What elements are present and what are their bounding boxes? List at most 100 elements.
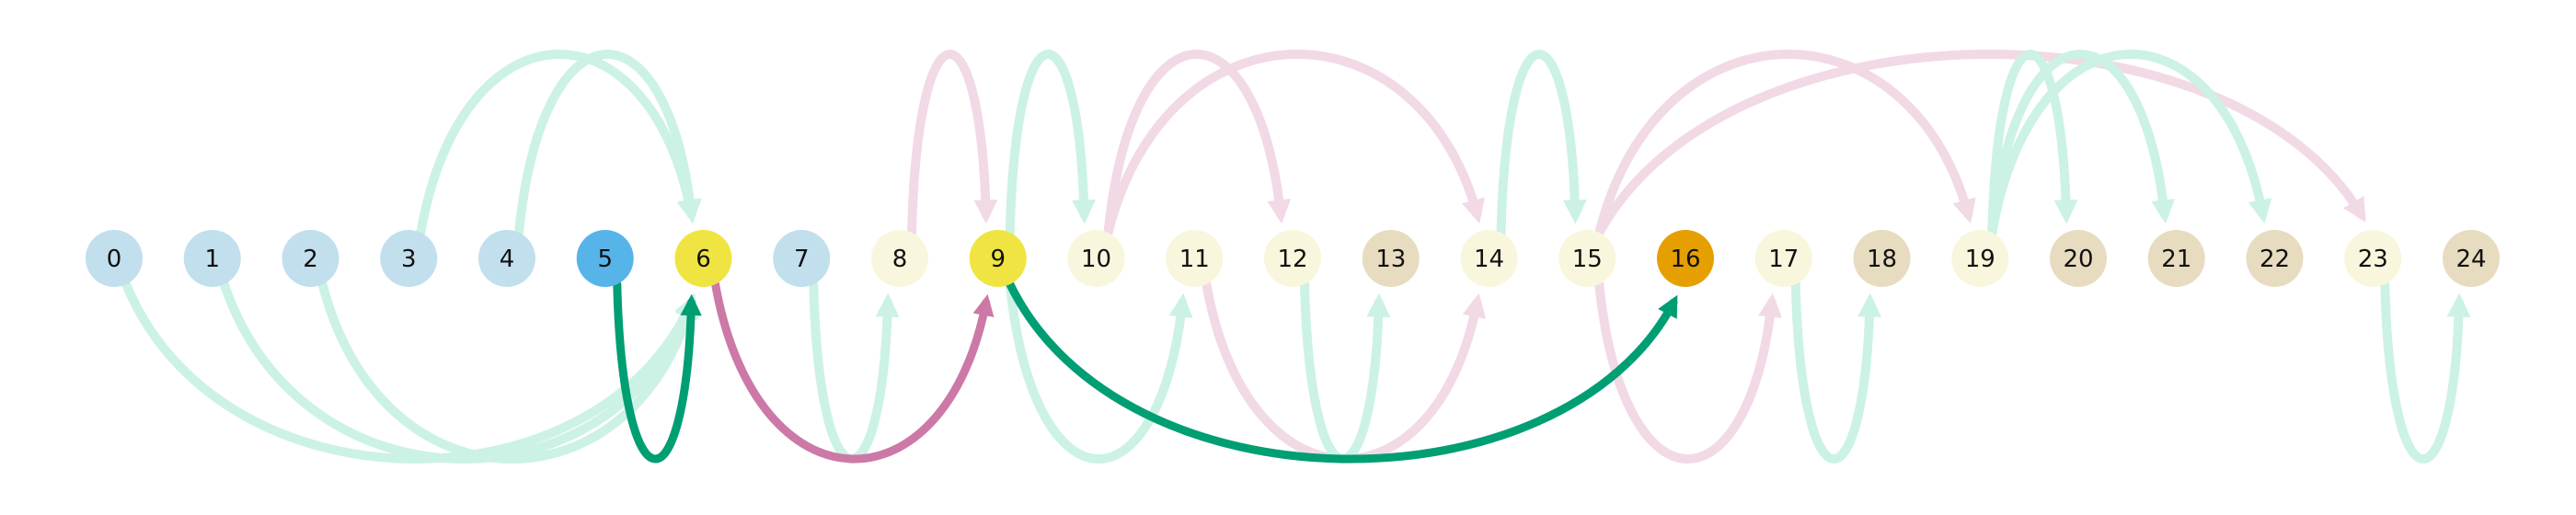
node-circle	[2246, 230, 2304, 287]
node-label: 20	[2063, 246, 2093, 273]
node-label: 7	[794, 246, 810, 273]
node-label: 4	[500, 246, 515, 273]
node-circle	[1362, 230, 1420, 287]
node-circle	[1754, 230, 1812, 287]
node-circle	[2344, 230, 2402, 287]
node-15: 15	[1558, 230, 1616, 287]
edge-0-to-6	[121, 279, 696, 464]
node-label: 5	[597, 246, 613, 273]
edge-9-to-16	[1006, 280, 1678, 464]
node-label: 1	[204, 246, 220, 273]
node-circle	[282, 230, 339, 287]
edge-15-to-23	[1594, 50, 2366, 238]
node-label: 14	[1474, 246, 1504, 273]
edge-15-to-19	[1594, 50, 1976, 238]
node-label: 15	[1572, 246, 1603, 273]
node-label: 3	[401, 246, 417, 273]
edge-1-to-6	[219, 279, 698, 464]
edge-9-to-10	[1005, 50, 1097, 238]
node-circle	[183, 230, 241, 287]
edge-12-to-13	[1300, 279, 1391, 464]
node-1: 1	[183, 230, 241, 287]
node-label: 10	[1081, 246, 1111, 273]
node-17: 17	[1754, 230, 1812, 287]
edge-2-to-6	[317, 279, 699, 464]
node-label: 17	[1768, 246, 1799, 273]
node-19: 19	[1951, 230, 2009, 287]
edge-10-to-14	[1103, 50, 1485, 238]
edge-19-to-22	[1987, 50, 2272, 238]
node-label: 21	[2161, 246, 2191, 273]
node-23: 23	[2344, 230, 2402, 287]
node-label: 8	[892, 246, 908, 273]
edge-4-to-6	[514, 50, 702, 238]
node-5: 5	[576, 230, 634, 287]
node-10: 10	[1067, 230, 1125, 287]
node-label: 6	[696, 246, 711, 273]
node-22: 22	[2246, 230, 2304, 287]
edge-5-to-6	[613, 280, 702, 464]
node-6: 6	[674, 230, 732, 287]
node-2: 2	[282, 230, 339, 287]
node-11: 11	[1166, 230, 1224, 287]
edge-19-to-21	[1987, 50, 2175, 238]
node-20: 20	[2050, 230, 2107, 287]
node-label: 12	[1277, 246, 1307, 273]
edge-14-to-15	[1496, 50, 1587, 238]
edge-8-to-9	[907, 50, 998, 238]
node-3: 3	[380, 230, 438, 287]
node-circle	[1264, 230, 1321, 287]
node-13: 13	[1362, 230, 1420, 287]
node-label: 19	[1965, 246, 1995, 273]
edge-11-to-14	[1202, 279, 1487, 464]
node-label: 24	[2455, 246, 2486, 273]
node-circle	[674, 230, 732, 287]
node-circle	[478, 230, 535, 287]
edge-19-to-20	[1987, 50, 2078, 238]
edges-layer	[121, 50, 2471, 464]
node-8: 8	[871, 230, 928, 287]
node-circle	[1067, 230, 1125, 287]
node-circle	[1558, 230, 1616, 287]
node-circle	[576, 230, 634, 287]
node-7: 7	[773, 230, 831, 287]
node-circle	[2050, 230, 2107, 287]
edge-23-to-24	[2380, 279, 2471, 464]
node-circle	[2147, 230, 2205, 287]
node-18: 18	[1853, 230, 1911, 287]
node-circle	[1460, 230, 1518, 287]
edge-3-to-6	[416, 50, 701, 238]
node-circle	[1853, 230, 1911, 287]
node-14: 14	[1460, 230, 1518, 287]
node-circle	[2443, 230, 2500, 287]
node-label: 22	[2260, 246, 2290, 273]
node-circle	[871, 230, 928, 287]
edge-9-to-11	[1005, 279, 1193, 464]
node-label: 23	[2358, 246, 2388, 273]
edge-17-to-18	[1790, 279, 1882, 464]
node-circle	[969, 230, 1027, 287]
node-label: 18	[1867, 246, 1897, 273]
node-12: 12	[1264, 230, 1321, 287]
edge-6-to-9	[711, 280, 995, 464]
node-circle	[86, 230, 143, 287]
node-label: 13	[1375, 246, 1406, 273]
node-21: 21	[2147, 230, 2205, 287]
node-9: 9	[969, 230, 1027, 287]
edge-15-to-17	[1594, 279, 1782, 464]
node-circle	[1166, 230, 1224, 287]
node-circle	[1951, 230, 2009, 287]
edge-7-to-8	[809, 279, 900, 464]
node-label: 2	[303, 246, 318, 273]
node-label: 16	[1670, 246, 1700, 273]
edge-10-to-12	[1103, 50, 1292, 238]
node-circle	[380, 230, 438, 287]
node-16: 16	[1657, 230, 1714, 287]
node-24: 24	[2443, 230, 2500, 287]
node-0: 0	[86, 230, 143, 287]
node-label: 9	[990, 246, 1006, 273]
node-4: 4	[478, 230, 535, 287]
node-circle	[773, 230, 831, 287]
